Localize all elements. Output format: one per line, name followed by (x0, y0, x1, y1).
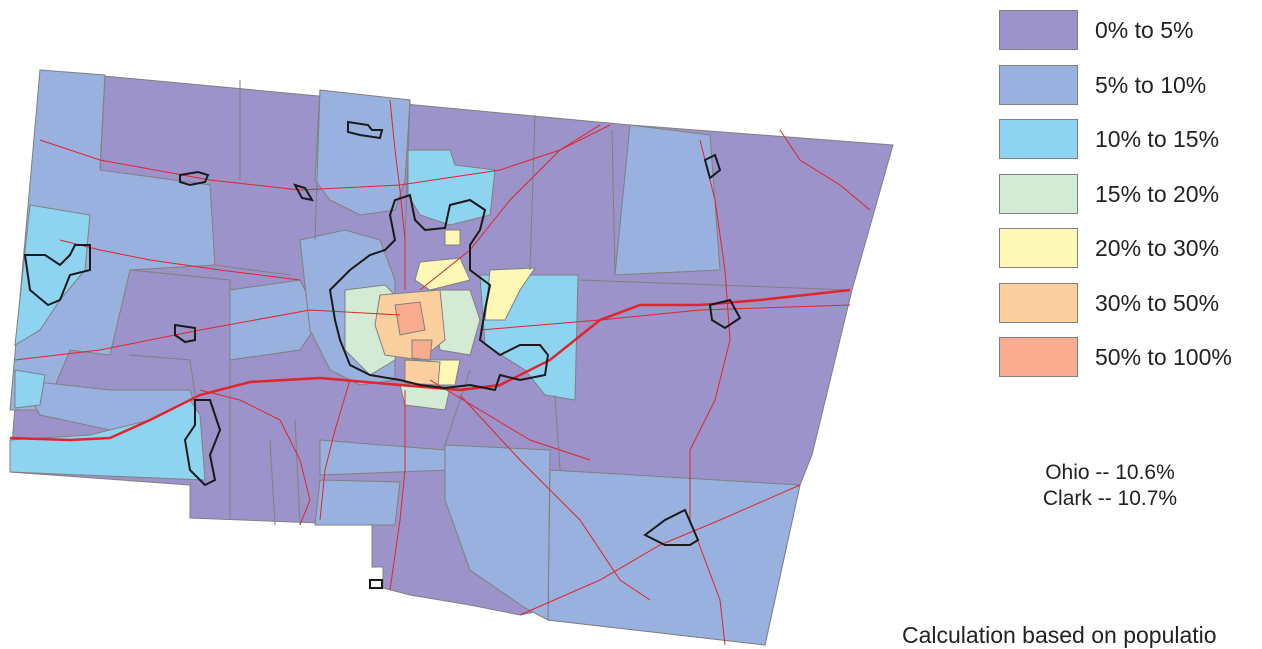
summary-stats: Ohio -- 10.6% Clark -- 10.7% (1000, 460, 1220, 512)
legend-label: 10% to 15% (1095, 126, 1220, 152)
highway-w2 (59, 239, 301, 281)
tract-core-small (444, 229, 461, 246)
city-outline-ne (703, 153, 722, 180)
highway-far-se (519, 484, 801, 616)
highway-se (459, 394, 651, 601)
highway-center-se (429, 379, 591, 461)
highway-west (14, 309, 401, 361)
legend-label: 5% to 10% (1095, 71, 1207, 98)
calculation-note: Calculation based on populatio (902, 622, 1217, 648)
city-outline-southeast (643, 508, 700, 546)
legend-label: 20% to 30% (1095, 235, 1220, 261)
tract-core-northeast (484, 267, 536, 321)
highway-north (39, 124, 611, 191)
city-outline-east (708, 298, 742, 330)
tract-center-peak (394, 301, 426, 336)
legend-swatch (999, 119, 1078, 159)
tract-center-b (404, 359, 441, 386)
legend-swatch (999, 64, 1078, 105)
clark-stat: Clark -- 10.7% (1042, 487, 1178, 510)
city-outline-nc (292, 183, 314, 202)
tract-center-peak-2 (411, 339, 433, 361)
tract-northeast (614, 124, 721, 276)
legend-swatch (999, 282, 1078, 323)
highway-ne2 (779, 129, 871, 211)
city-outlines (23, 120, 742, 589)
highway-sw (199, 389, 311, 526)
city-outline-west (23, 244, 91, 307)
city-outline-springfield (328, 193, 550, 392)
highway-nw (389, 99, 406, 290)
highway-east (479, 304, 851, 331)
legend-label: 50% to 100% (1095, 344, 1232, 370)
city-outline-north (347, 120, 384, 140)
legend-swatch (999, 10, 1078, 50)
highway-east-route (689, 139, 731, 646)
highway-center-s (319, 379, 351, 521)
choropleth-map (9, 69, 894, 646)
highway-ne (419, 124, 601, 291)
tract-east-middle (444, 444, 551, 621)
city-outline-west-center (174, 323, 196, 344)
highway-south (389, 390, 406, 591)
legend-swatch (999, 173, 1078, 214)
legend-swatch (999, 228, 1078, 268)
tract-south (314, 479, 401, 526)
legend-swatch (999, 337, 1078, 377)
tracts-50-100 (394, 301, 433, 361)
interstate (9, 288, 851, 442)
city-outline-southwest (183, 399, 222, 487)
city-outline-south (369, 579, 383, 589)
legend-label: 30% to 50% (1095, 289, 1220, 316)
city-outline-nw (179, 170, 210, 187)
legend-label: 0% to 5% (1095, 17, 1194, 43)
tract-core-north (414, 257, 471, 291)
tract-southeast (547, 469, 801, 646)
tract-west-south (14, 369, 46, 409)
roads (9, 99, 871, 646)
ohio-stat: Ohio -- 10.6% (1045, 461, 1175, 484)
legend-label: 15% to 20% (1095, 180, 1220, 207)
